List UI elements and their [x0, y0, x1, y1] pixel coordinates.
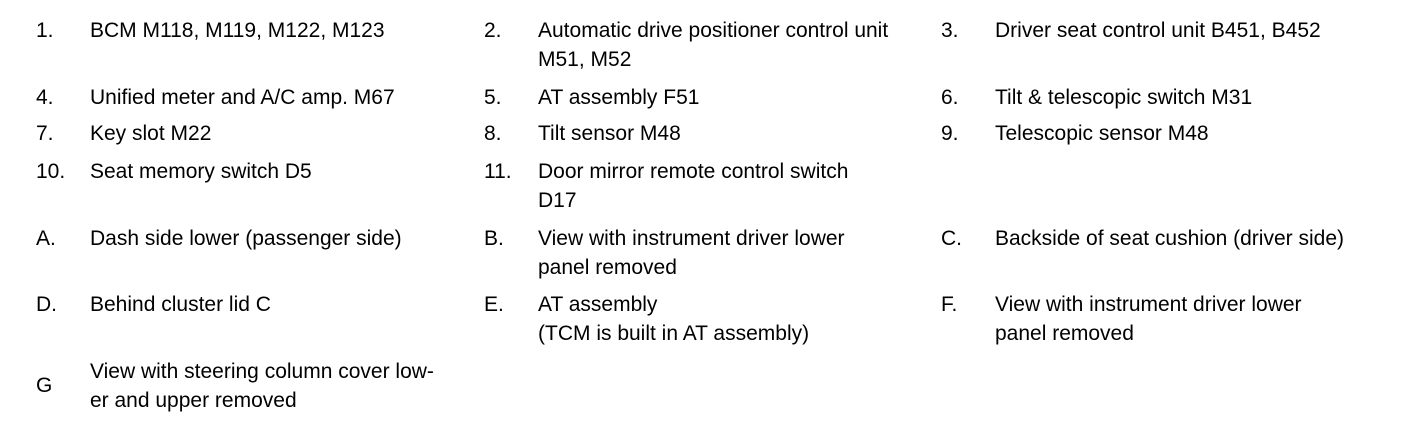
- legend-item-number: 10.: [36, 160, 66, 183]
- legend-item-number: 5.: [484, 86, 502, 109]
- legend-item-text: Tilt sensor M48: [538, 122, 681, 145]
- legend-item-text: Seat memory switch D5: [90, 160, 312, 183]
- legend-item-letter: D.: [36, 293, 57, 316]
- legend-item-text: Telescopic sensor M48: [995, 122, 1209, 145]
- legend-item-text: Dash side lower (passenger side): [90, 227, 402, 250]
- legend-item-text: Driver seat control unit B451, B452: [995, 19, 1321, 42]
- legend-item-number: 8.: [484, 122, 502, 145]
- legend-item-text: Key slot M22: [90, 122, 212, 145]
- legend-item-letter: E.: [484, 293, 504, 316]
- legend-item-text: Automatic drive positioner control unit …: [538, 19, 889, 71]
- legend-item-letter: F.: [941, 293, 958, 316]
- legend-item-text: Unified meter and A/C amp. M67: [90, 86, 395, 109]
- legend-item-text: Behind cluster lid C: [90, 293, 271, 316]
- legend-item-letter: B.: [484, 227, 504, 250]
- legend-item-text: Door mirror remote control switch D17: [538, 160, 849, 212]
- legend-item-number: 4.: [36, 86, 54, 109]
- legend-item-text: AT assembly F51: [538, 86, 700, 109]
- legend-item-letter: G: [36, 374, 53, 397]
- legend-item-number: 3.: [941, 19, 959, 42]
- legend-item-number: 6.: [941, 86, 959, 109]
- legend-item-text: View with instrument driver lower panel …: [538, 227, 845, 279]
- legend-item-number: 11.: [484, 160, 512, 183]
- legend-item-number: 1.: [36, 19, 54, 42]
- legend-item-text: View with steering column cover low- er …: [90, 360, 434, 412]
- legend-item-letter: A.: [36, 227, 56, 250]
- legend-item-text: AT assembly (TCM is built in AT assembly…: [538, 293, 810, 345]
- legend-item-text: Tilt & telescopic switch M31: [995, 86, 1253, 109]
- legend-item-number: 2.: [484, 19, 502, 42]
- legend-item-letter: C.: [941, 227, 962, 250]
- legend-item-text: Backside of seat cushion (driver side): [995, 227, 1344, 250]
- legend-item-number: 7.: [36, 122, 54, 145]
- legend-item-text: BCM M118, M119, M122, M123: [90, 19, 385, 42]
- legend-item-number: 9.: [941, 122, 959, 145]
- legend-item-text: View with instrument driver lower panel …: [995, 293, 1302, 345]
